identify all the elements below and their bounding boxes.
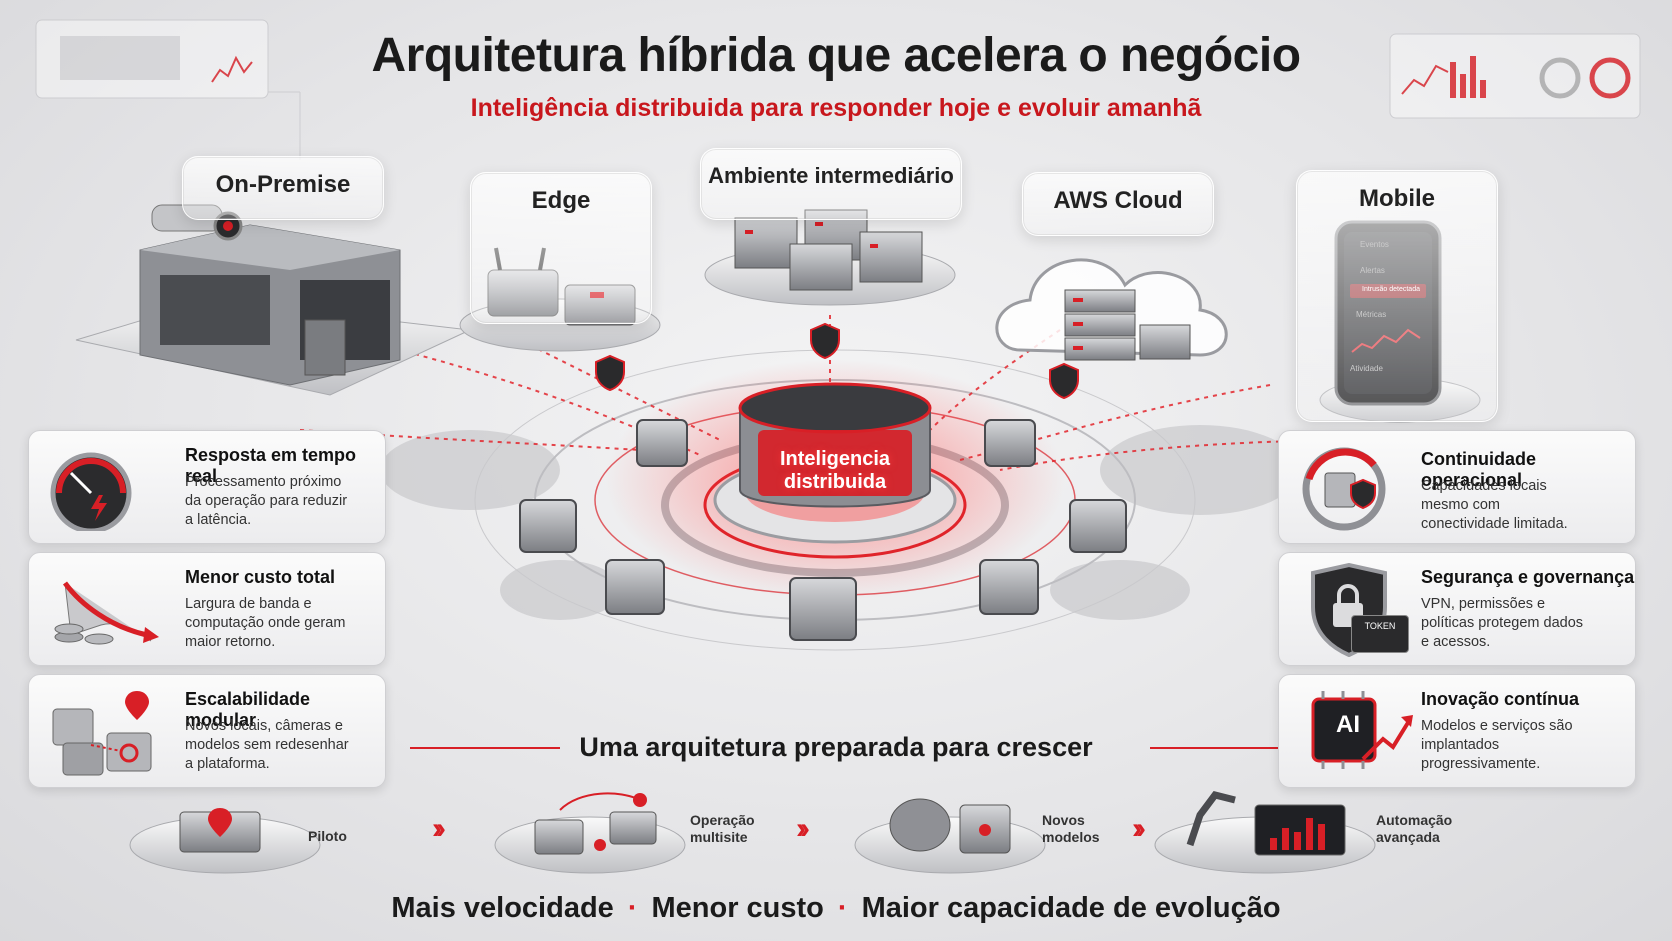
benefit-card-security: TOKEN Segurança e governança VPN, permis…	[1278, 552, 1636, 666]
benefit-card-scalability: Escalabilidade modular Novos locais, câm…	[28, 674, 386, 788]
separator-dot-icon: ·	[837, 892, 848, 924]
env-label: AWS Cloud	[1053, 187, 1183, 214]
hub-label: Inteligencia distribuida	[735, 448, 935, 494]
mobile-activity-label: Atividade	[1350, 364, 1383, 373]
token-label: TOKEN	[1364, 621, 1396, 631]
roadmap-step-label: Automação avançada	[1376, 812, 1453, 845]
benefit-card-continuity: Continuidade operacional Capacidades loc…	[1278, 430, 1636, 544]
hub-label-line2: distribuida	[783, 471, 887, 493]
env-label: On-Premise	[215, 171, 351, 198]
aws-cloud-servers	[995, 258, 1228, 361]
benefit-title: Segurança e governança	[1421, 567, 1635, 587]
benefit-desc: Modelos e serviços são implantados progr…	[1421, 718, 1573, 772]
benefit-desc: Novos locais, câmeras e modelos sem rede…	[185, 718, 349, 772]
intermediate-servers	[704, 209, 956, 306]
roadmap-step-label: Novos modelos	[1042, 812, 1100, 845]
central-hub	[713, 382, 957, 544]
ai-badge: AI	[1336, 711, 1360, 738]
mobile-alert-item: Intrusão detectada	[1362, 286, 1420, 293]
benefit-title: Continuidade operacional	[1421, 449, 1536, 490]
ai-chip-icon	[1311, 691, 1413, 769]
mobile-events-label: Eventos	[1360, 240, 1389, 249]
page-title: Arquitetura híbrida que acelera o negóci…	[371, 29, 1301, 82]
env-card-edge: Edge	[470, 172, 652, 324]
benefit-title: Inovação contínua	[1421, 689, 1580, 709]
benefit-card-cost: Menor custo total Largura de banda e com…	[28, 552, 386, 666]
on-premise-building	[75, 204, 472, 396]
modular-cubes-icon	[52, 691, 152, 776]
footer-item: Mais velocidade	[391, 892, 614, 924]
benefit-desc: Capacidades locais mesmo com conectivida…	[1421, 478, 1568, 532]
continuity-cycle-icon	[1302, 447, 1386, 531]
roadmap-platforms	[129, 791, 1376, 874]
speedometer-icon	[50, 452, 132, 531]
page-subtitle: Inteligência distribuida para responder …	[470, 94, 1202, 122]
lock-icons	[595, 322, 1079, 400]
benefit-desc: Processamento próximo da operação para r…	[185, 474, 348, 528]
benefit-title: Menor custo total	[185, 567, 336, 587]
dashboard-panel-left	[35, 19, 301, 160]
footer-item: Maior capacidade de evolução	[861, 892, 1281, 924]
dashboard-panel-right	[1389, 33, 1641, 119]
roadmap-step-label: Operação multisite	[690, 812, 755, 845]
env-card-on-premise: On-Premise	[182, 156, 384, 220]
separator-dot-icon: ·	[627, 892, 638, 924]
benefit-card-innovation: AI Inovação contínua Modelos e serviços …	[1278, 674, 1636, 788]
env-card-mobile: Mobile	[1296, 170, 1498, 422]
benefit-title: Escalabilidade modular	[185, 689, 311, 730]
benefit-desc: Largura de banda e computação onde geram…	[185, 596, 346, 650]
chevron-right-icon: ››	[1132, 812, 1146, 845]
footer-item: Menor custo	[651, 892, 824, 924]
mobile-alerts-label: Alertas	[1360, 266, 1385, 275]
env-label: Edge	[531, 187, 591, 214]
module-cubes	[519, 419, 1127, 641]
cost-decrease-icon	[54, 581, 159, 645]
benefit-title: Resposta em tempo real	[185, 445, 357, 486]
roadmap-step-label: Piloto	[308, 828, 347, 844]
benefit-desc: VPN, permissões e políticas protegem dad…	[1421, 596, 1584, 650]
env-card-intermediate: Ambiente intermediário	[700, 148, 962, 220]
env-card-aws-cloud: AWS Cloud	[1022, 172, 1214, 236]
env-label: Ambiente intermediário	[708, 163, 954, 188]
token-badge: TOKEN	[1351, 615, 1409, 653]
footer-benefits: Mais velocidade · Menor custo · Maior capaci…	[0, 892, 1672, 925]
chevron-right-icon: ››	[432, 812, 446, 845]
hub-label-line1: Inteligencia	[779, 448, 891, 470]
benefit-card-realtime: Resposta em tempo real Processamento pró…	[28, 430, 386, 544]
env-label: Mobile	[1359, 185, 1435, 212]
mobile-metrics-label: Métricas	[1356, 310, 1387, 319]
chevron-right-icon: ››	[796, 812, 810, 845]
growth-title: Uma arquitetura preparada para crescer	[579, 732, 1093, 762]
